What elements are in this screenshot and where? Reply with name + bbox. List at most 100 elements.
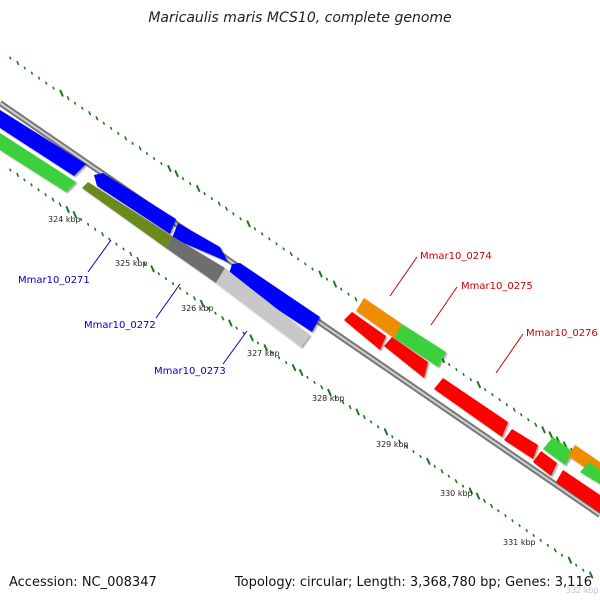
content-tick — [325, 277, 329, 281]
content-tick — [179, 286, 182, 291]
content-tick — [102, 121, 105, 125]
content-tick — [196, 185, 201, 193]
content-tick — [52, 86, 55, 90]
content-tick — [256, 341, 260, 345]
gene-label-mmar10-0274[interactable]: Mmar10_0274 — [420, 251, 492, 262]
leader-line — [87, 239, 112, 273]
content-tick — [520, 413, 523, 417]
rna-block-mmar10-0274[interactable] — [356, 298, 402, 338]
content-tick — [45, 81, 48, 85]
content-tick — [16, 60, 20, 66]
content-tick — [160, 162, 163, 165]
content-tick — [253, 227, 257, 231]
content-tick — [541, 426, 546, 434]
gene-block-mmar10-0272[interactable] — [166, 236, 225, 283]
gene-block-edge[interactable] — [543, 437, 573, 465]
content-tick — [239, 217, 242, 221]
content-tick — [232, 212, 235, 216]
cds-arrow-mmar10-0276[interactable] — [434, 378, 508, 437]
content-tick — [30, 71, 34, 75]
content-tick — [181, 177, 185, 181]
content-tick — [560, 553, 564, 557]
gene-label-mmar10-0273[interactable]: Mmar10_0273 — [154, 366, 226, 377]
tick-label: 326 kbp — [181, 304, 214, 313]
content-tick — [87, 222, 90, 226]
content-tick — [23, 66, 26, 70]
tick-label: 330 kbp — [440, 489, 473, 498]
cds-arrow-mmar10-0275[interactable] — [384, 337, 428, 378]
content-tick — [341, 399, 345, 405]
content-tick — [58, 202, 62, 207]
gene-block-mmar10-0274[interactable] — [394, 324, 446, 367]
content-tick — [320, 385, 324, 390]
forward-strand-features — [0, 110, 320, 347]
content-tick — [362, 414, 366, 420]
content-tick — [138, 146, 142, 151]
content-tick — [275, 242, 278, 246]
gene-block-mmar10-0271[interactable] — [82, 182, 172, 248]
content-tick — [311, 267, 314, 271]
genome-summary-text: Topology: circular; Length: 3,368,780 bp… — [234, 575, 592, 590]
content-tick — [174, 170, 179, 178]
content-tick — [484, 388, 487, 392]
content-tick — [72, 211, 77, 218]
content-tick — [66, 96, 70, 101]
tick-label: 328 kbp — [312, 394, 345, 403]
cds-arrow-mmar10-0274[interactable] — [344, 312, 386, 350]
content-tick — [37, 188, 40, 192]
gene-label-mmar10-0271[interactable]: Mmar10_0271 — [18, 275, 90, 286]
content-tick — [582, 568, 585, 572]
content-tick — [44, 193, 47, 197]
content-tick — [419, 454, 422, 459]
content-tick — [214, 311, 217, 315]
gene-block-edge-2[interactable] — [580, 462, 600, 484]
accession-text: Accession: NC_008347 — [9, 575, 157, 590]
content-tick — [512, 407, 516, 412]
cds-arrow-small-2[interactable] — [533, 451, 557, 476]
content-tick — [468, 487, 473, 495]
content-tick — [79, 217, 83, 221]
content-tick — [334, 395, 337, 399]
content-tick — [354, 297, 358, 302]
cds-arrow-mmar10-0273[interactable] — [228, 263, 320, 332]
gene-label-mmar10-0276[interactable]: Mmar10_0276 — [526, 328, 598, 339]
content-tick — [391, 435, 394, 439]
gene-label-mmar10-0275[interactable]: Mmar10_0275 — [461, 281, 533, 292]
content-tick — [548, 431, 553, 439]
content-tick — [157, 272, 160, 276]
leader-line — [222, 330, 248, 365]
content-tick — [210, 197, 213, 201]
content-tick — [476, 381, 481, 389]
content-tick — [405, 444, 409, 449]
content-tick — [376, 425, 380, 429]
content-tick — [454, 479, 458, 484]
content-tick — [575, 563, 578, 567]
label-leaders — [87, 239, 524, 374]
content-tick — [490, 503, 493, 509]
cds-arrow-small-1[interactable] — [504, 429, 538, 459]
content-tick — [108, 237, 111, 241]
content-tick — [497, 509, 500, 513]
cds-arrow-edge[interactable] — [556, 470, 600, 513]
content-tick — [348, 404, 352, 410]
cds-arrow-mmar10-0272[interactable] — [172, 223, 228, 262]
content-tick — [504, 514, 507, 518]
cds-block[interactable] — [0, 110, 86, 176]
content-tick — [563, 441, 568, 449]
gene-block[interactable] — [0, 133, 76, 192]
content-tick — [306, 375, 309, 379]
cds-arrow-mmar10-0271[interactable] — [94, 173, 176, 234]
content-tick — [136, 256, 140, 262]
content-tick — [122, 247, 125, 251]
content-tick — [448, 362, 451, 367]
tick-label: 325 kbp — [115, 259, 148, 268]
gene-label-mmar10-0272[interactable]: Mmar10_0272 — [84, 320, 156, 331]
content-tick — [203, 192, 206, 196]
content-tick — [469, 378, 472, 382]
gene-block-mmar10-0273[interactable] — [216, 268, 310, 347]
content-tick — [268, 237, 271, 241]
leader-line — [495, 333, 524, 374]
content-track-inner — [9, 168, 594, 579]
content-tick — [511, 519, 514, 523]
content-tick — [88, 111, 92, 116]
